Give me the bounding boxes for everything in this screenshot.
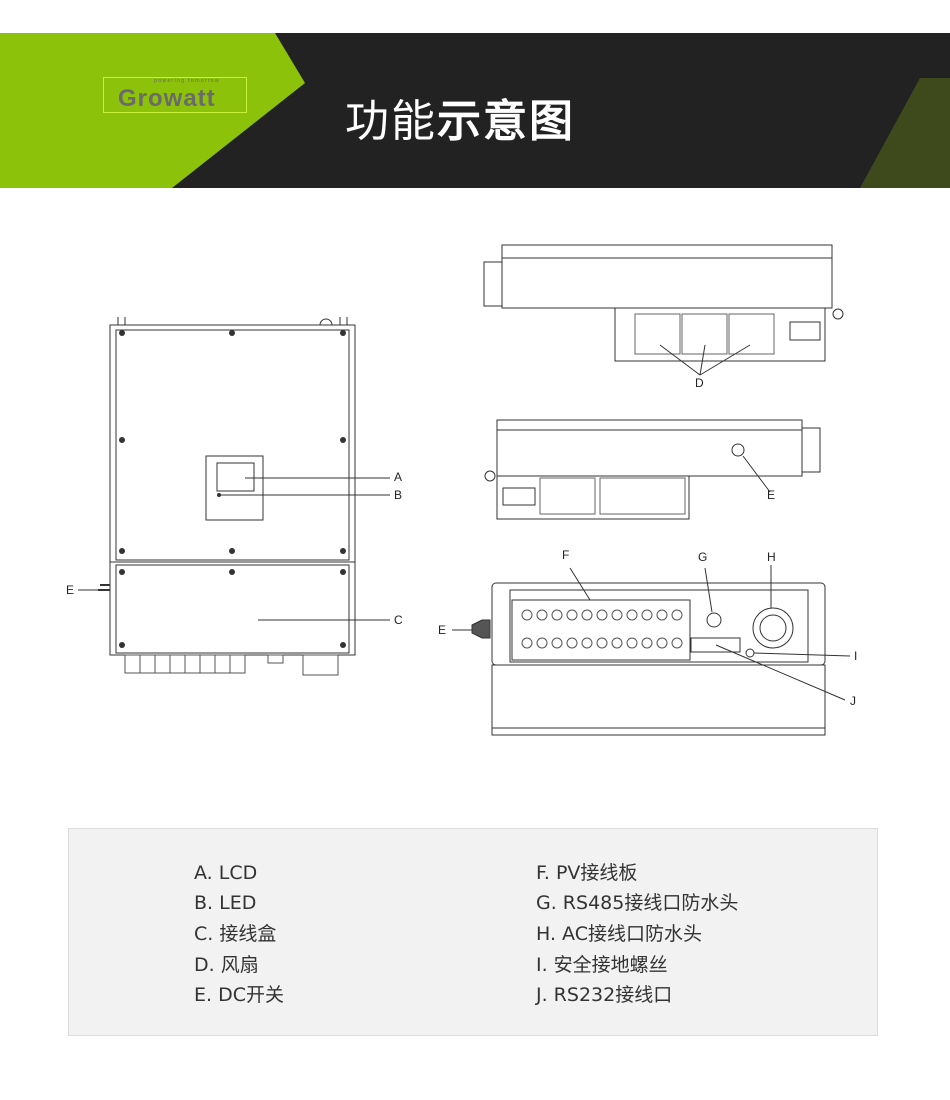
- legend-item-a: A. LCD: [194, 862, 258, 884]
- label-e-bottom: E: [767, 488, 776, 502]
- label-j: J: [850, 694, 856, 708]
- legend-item-d: D. 风扇: [194, 954, 259, 976]
- logo-tagline: powering tomorrow: [154, 78, 220, 84]
- label-c: C: [394, 613, 403, 627]
- bottom-view: [484, 419, 821, 520]
- logo-text: Growatt: [118, 85, 216, 112]
- label-f: F: [562, 548, 570, 562]
- legend-item-b: B. LED: [194, 892, 257, 914]
- legend-item-h: H. AC接线口防水头: [536, 923, 702, 945]
- label-b: B: [394, 488, 403, 502]
- rear-view: [452, 565, 851, 736]
- legend-item-j: J. RS232接线口: [536, 984, 673, 1006]
- front-view: [78, 317, 390, 676]
- title-light: 功能: [345, 96, 437, 147]
- page-title: 功能示意图: [345, 85, 575, 149]
- header-banner: powering tomorrow Growatt 功能示意图: [0, 33, 950, 188]
- function-diagram: [78, 244, 851, 736]
- label-e-front: E: [66, 583, 75, 597]
- legend-box: A. LCD B. LED C. 接线盒 D. 风扇 E. DC开关 F. PV…: [68, 828, 878, 1036]
- growatt-logo: powering tomorrow Growatt: [103, 77, 247, 113]
- legend-item-c: C. 接线盒: [194, 923, 277, 945]
- legend-item-i: I. 安全接地螺丝: [536, 954, 668, 976]
- label-a: A: [394, 470, 403, 484]
- title-bold: 示意图: [437, 96, 575, 147]
- label-i: I: [854, 649, 858, 663]
- legend-item-f: F. PV接线板: [536, 862, 638, 884]
- legend-item-g: G. RS485接线口防水头: [536, 892, 739, 914]
- label-g: G: [698, 550, 708, 564]
- top-view: [483, 244, 844, 376]
- legend-item-e: E. DC开关: [194, 984, 284, 1006]
- label-e-rear: E: [438, 623, 447, 637]
- label-h: H: [767, 550, 776, 564]
- label-d: D: [695, 376, 704, 390]
